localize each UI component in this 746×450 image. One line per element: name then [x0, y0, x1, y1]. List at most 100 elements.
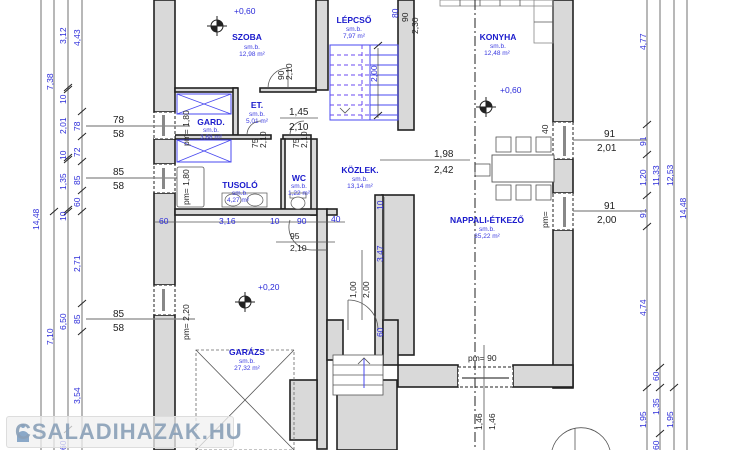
- dim-72: 72: [72, 147, 82, 157]
- interior-dimensions: 60 3,16 10 90 40 10 3,47 60 40: [154, 124, 550, 337]
- kozlek-wall-3-47: 3,47: [375, 245, 385, 262]
- garazs-level: +0,20: [258, 282, 280, 292]
- et-area: 5,01 m²: [246, 118, 269, 125]
- lepcso-floor: sm.b.: [346, 26, 362, 33]
- nappali-area: 35,22 m²: [474, 233, 500, 240]
- dim-11-33: 11,33: [651, 165, 661, 186]
- nappali-sill: pm=: [540, 211, 550, 228]
- tusolo-sill: pm= 1,80: [181, 169, 191, 205]
- dim-4-74: 4,74: [638, 299, 648, 316]
- garazs-area: 27,32 m²: [234, 365, 260, 372]
- left-dimension-labels: 7,38 14,48 7,10 3,12 10 2,01 10 1,35 10 …: [31, 27, 82, 450]
- nappali-floor: sm.b.: [479, 226, 495, 233]
- w5-width: 91: [604, 201, 616, 212]
- right-dimension-lines: [642, 0, 688, 450]
- kozlek-wall-60: 60: [375, 327, 385, 337]
- et-opening-height: 2,10: [289, 122, 309, 133]
- level-marker-garazs: [235, 292, 255, 312]
- right-dimension-labels: 4,77 91 1,20 91 4,74 1,95 11,33 60 1,35 …: [638, 33, 688, 450]
- bathroom-fixtures: [176, 166, 307, 210]
- terrace-dim-a: 1,46: [474, 413, 484, 430]
- w4-width: 91: [604, 129, 616, 140]
- sill-heights: pm= 1,80 pm= 1,80 pm= 2,20 pm=: [181, 110, 550, 340]
- lepcso-area: 7,97 m²: [343, 33, 366, 40]
- door-dimensions: 90 2,10 90 2,30 80 2,00 1,45 2,10 75 2,1…: [250, 8, 497, 450]
- row-dim-3-16: 3,16: [219, 216, 236, 226]
- dim-1-95-b: 1,95: [665, 411, 675, 428]
- tusolo-area: 4,27 m²: [227, 197, 250, 204]
- lepcso-side-dim: 80: [390, 8, 400, 18]
- dim-10-b: 10: [58, 150, 68, 160]
- dim-85-a: 85: [72, 175, 82, 185]
- dim-1-35: 1,35: [58, 173, 68, 190]
- wc-floor: sm.b.: [291, 183, 307, 190]
- dim-14-48-left: 14,48: [31, 208, 41, 230]
- garazs-name: GARÁZS: [229, 347, 265, 357]
- row-dim-40: 40: [331, 214, 341, 224]
- dim-1-95-a: 1,95: [638, 411, 648, 428]
- dim-60-a: 60: [72, 197, 82, 207]
- dim-7-38: 7,38: [45, 73, 55, 90]
- garage-sill: pm= 2,20: [181, 304, 191, 340]
- level-marker-konyha: [476, 97, 496, 117]
- entrance-steps: [332, 354, 384, 396]
- kozlek-floor: sm.b.: [352, 176, 368, 183]
- szoba-name: SZOBA: [232, 32, 262, 42]
- w2-sill: 58: [113, 181, 125, 192]
- lepcso-door-height: 2,30: [410, 17, 420, 34]
- w1-width: 78: [113, 115, 125, 126]
- dim-6-50: 6,50: [58, 313, 68, 330]
- w3-width: 85: [113, 309, 125, 320]
- dim-2-01: 2,01: [58, 117, 68, 134]
- szoba-floor: sm.b.: [244, 44, 260, 51]
- wc-name: WC: [292, 173, 306, 183]
- kozlek-wall-10: 10: [375, 200, 385, 210]
- room-labels: +0,60 SZOBA sm.b. 12,98 m² LÉPCSŐ sm.b. …: [197, 6, 524, 372]
- gard-name: GARD.: [197, 117, 224, 127]
- szoba-area: 12,98 m²: [239, 51, 265, 58]
- window-dimension-labels: 78 58 85 58 85 58 91 2,01 91 2,00: [113, 115, 617, 334]
- et-floor: sm.b.: [249, 111, 265, 118]
- entrance-door-height: 2,00: [361, 281, 371, 298]
- walls: [153, 0, 574, 450]
- kitchen-counter: [439, 0, 554, 44]
- watermark-logo: CSALADIHAZAK.HU: [6, 416, 242, 448]
- wc-door-height: 2,10: [299, 131, 309, 148]
- row-dim-60: 60: [159, 216, 169, 226]
- doors: [246, 67, 379, 331]
- dim-3-54: 3,54: [72, 387, 82, 404]
- dim-10-c: 10: [58, 211, 68, 221]
- dim-1-35-r: 1,35: [651, 398, 661, 415]
- terrace-dim-b: 1,46: [487, 413, 497, 430]
- wardrobe: [176, 93, 232, 163]
- kozlek-opening-height: 2,42: [434, 165, 454, 176]
- dim-60-r-b: 60: [651, 440, 661, 450]
- dim-4-77: 4,77: [638, 33, 648, 50]
- left-dimension-lines: [40, 0, 87, 450]
- dining-dim-40: 40: [540, 124, 550, 134]
- w3-sill: 58: [113, 323, 125, 334]
- kozlek-area: 13,14 m²: [347, 183, 373, 190]
- windows: [153, 111, 574, 388]
- gard-floor: sm.b.: [203, 127, 219, 134]
- garage-door-height: 2,10: [290, 243, 307, 253]
- level-marker-szoba: [207, 16, 227, 36]
- dim-7-10: 7,10: [45, 328, 55, 345]
- dim-3-12: 3,12: [58, 27, 68, 44]
- gard-door-height: 2,10: [258, 131, 268, 148]
- row-dim-90: 90: [297, 216, 307, 226]
- dim-78: 78: [72, 121, 82, 131]
- w5-height: 2,00: [597, 215, 617, 226]
- garazs-floor: sm.b.: [239, 358, 255, 365]
- dim-91-b: 91: [638, 208, 648, 218]
- level-markers: [207, 16, 496, 312]
- et-name: ET.: [251, 100, 263, 110]
- gard-door-width: 75: [250, 138, 260, 148]
- dim-85-b: 85: [72, 314, 82, 324]
- dining-table: [474, 136, 555, 201]
- konyha-level: +0,60: [500, 85, 522, 95]
- nappali-name: NAPPALI-ÉTKEZŐ: [450, 214, 524, 225]
- szoba-door-height: 2,10: [284, 63, 294, 80]
- lepcso-name: LÉPCSŐ: [337, 14, 372, 25]
